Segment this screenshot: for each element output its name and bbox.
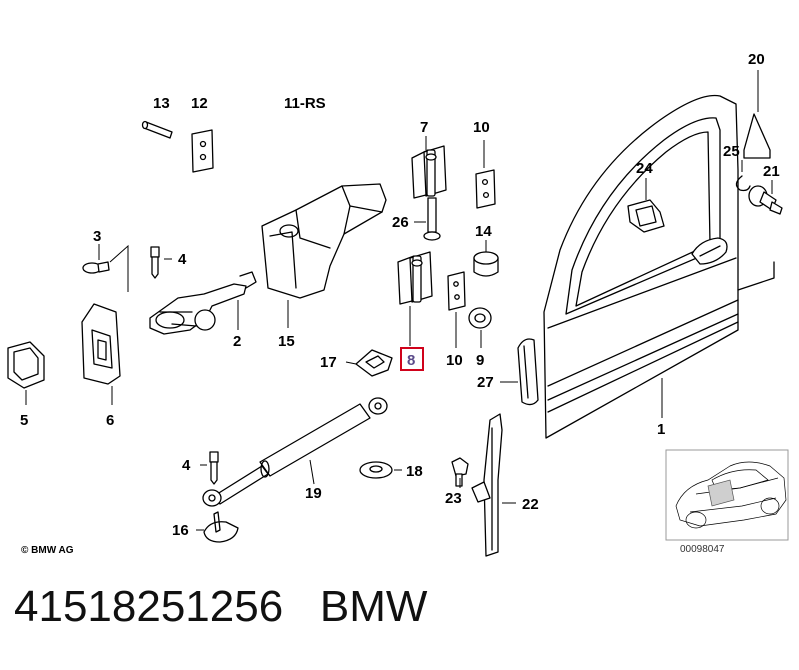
part-18-washer <box>359 461 402 479</box>
part-12-shim <box>191 129 214 173</box>
label-14: 14 <box>475 223 492 240</box>
label-19: 19 <box>305 485 322 502</box>
part-9-bushing <box>468 307 492 348</box>
label-23: 23 <box>445 490 462 507</box>
label-24: 24 <box>636 160 653 177</box>
label-9: 9 <box>476 352 484 369</box>
part-23-screw <box>451 457 491 503</box>
part-7-hinge-upper <box>411 136 447 199</box>
label-10-upper: 10 <box>473 119 490 136</box>
label-4-upper: 4 <box>178 251 187 268</box>
label-21: 21 <box>763 163 780 180</box>
part-13-pin <box>141 120 173 139</box>
part-4-screw-upper <box>150 246 172 279</box>
part-2-check-strap <box>149 271 257 335</box>
part-labels: 13 12 11-RS 3 4 2 15 5 6 7 10 26 14 17 8… <box>20 51 780 539</box>
label-4-lower: 4 <box>182 457 191 474</box>
label-7: 7 <box>420 119 428 136</box>
label-18: 18 <box>406 463 423 480</box>
label-12: 12 <box>191 95 208 112</box>
label-1: 1 <box>657 421 665 438</box>
label-22: 22 <box>522 496 539 513</box>
brand-name: BMW <box>319 582 428 631</box>
part-22-trim-strip <box>483 413 516 557</box>
label-11-rs: 11-RS <box>284 95 326 112</box>
part-8-hinge-lower <box>397 251 433 346</box>
label-27: 27 <box>477 374 494 391</box>
label-6: 6 <box>106 412 114 429</box>
label-15: 15 <box>278 333 295 350</box>
caption: 41518251256 BMW <box>14 582 427 632</box>
label-3: 3 <box>93 228 101 245</box>
label-16: 16 <box>172 522 189 539</box>
label-25: 25 <box>723 143 740 160</box>
part-25-spring-clip <box>735 160 751 192</box>
part-10-shim-upper <box>475 140 496 209</box>
caption-spacer <box>283 582 320 631</box>
part-24-handle-bracket <box>627 178 665 233</box>
part-3-bolt <box>82 244 129 292</box>
label-5: 5 <box>20 412 28 429</box>
part-15-check-housing <box>261 183 387 328</box>
part-4-screw-lower <box>200 451 219 485</box>
part-19-gas-strut <box>202 397 388 507</box>
copyright-notice: © BMW AG <box>21 545 74 556</box>
part-6-housing <box>81 303 121 405</box>
label-2: 2 <box>233 333 241 350</box>
label-13: 13 <box>153 95 170 112</box>
part-21-stud <box>748 180 783 215</box>
highlight-box-8 <box>400 347 424 371</box>
label-26: 26 <box>392 214 409 231</box>
label-10-lower: 10 <box>446 352 463 369</box>
part-27-seal <box>500 338 539 406</box>
image-number: 00098047 <box>680 544 725 555</box>
part-26-bolt <box>414 197 441 241</box>
inset-car-illustration <box>665 449 789 541</box>
part-16-clip <box>196 511 239 543</box>
part-5-bracket <box>7 341 45 405</box>
parts-diagram: 13 12 11-RS 3 4 2 15 5 6 7 10 26 14 17 8… <box>7 51 789 557</box>
label-17: 17 <box>320 354 337 371</box>
part-10-shim-lower <box>447 271 466 348</box>
label-8-highlighted: 8 <box>407 352 415 369</box>
part-number: 41518251256 <box>14 582 284 631</box>
part-14-bushing <box>473 240 499 277</box>
part-17-clip <box>345 349 393 377</box>
label-20: 20 <box>748 51 765 68</box>
part-20-trim <box>743 70 771 159</box>
